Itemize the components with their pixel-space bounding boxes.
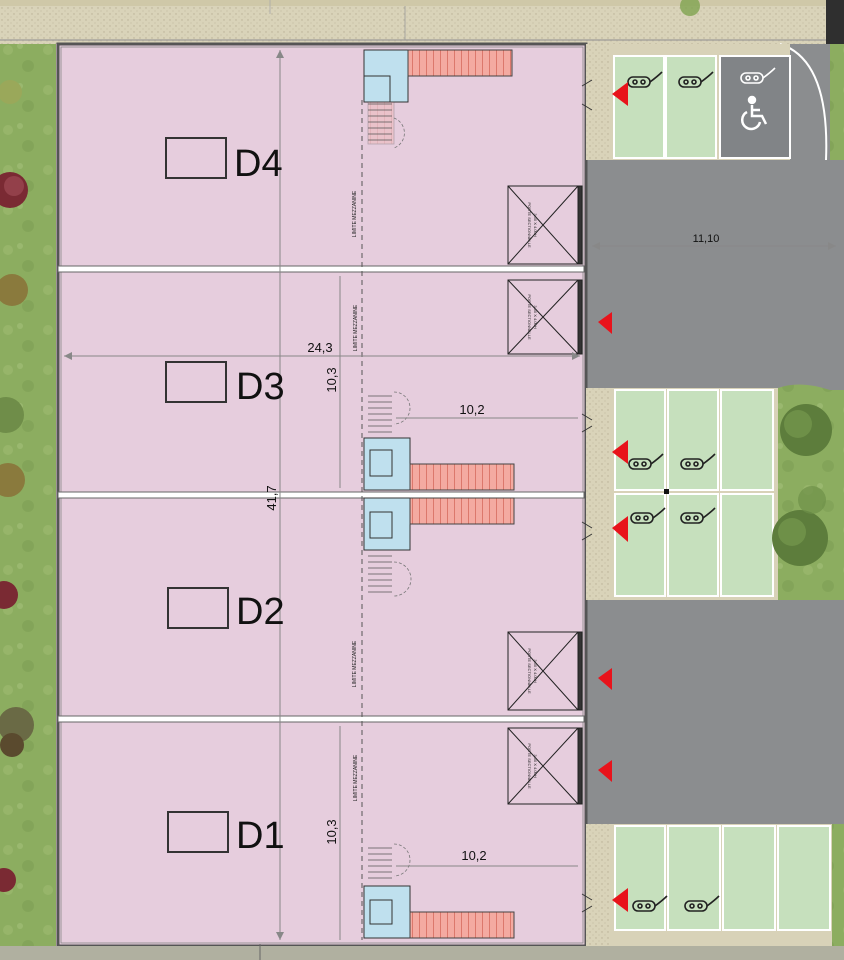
entrance-arrow-icon <box>598 760 612 782</box>
svg-text:3.50 X 4.00H: 3.50 X 4.00H <box>533 305 538 328</box>
entrance-arrow-icon <box>612 888 628 912</box>
entrance-arrows <box>598 82 628 912</box>
sectional-door-icon <box>507 727 583 805</box>
tree-icon <box>680 0 700 16</box>
service-core-d4 <box>363 49 513 149</box>
parking-space <box>722 825 776 931</box>
tree-icon <box>780 404 832 456</box>
svg-text:3.50 X 4.00H: 3.50 X 4.00H <box>533 213 538 236</box>
skylight <box>167 811 229 853</box>
unit-label-d3: D3 <box>236 366 285 408</box>
door-label-d4: PORTE SECTIONNELLE 3.50 X 4.00H <box>527 202 538 248</box>
ev-charger-icon <box>684 895 720 912</box>
mezzanine-label-d2: LIMITE MEZZANINE <box>352 640 358 687</box>
dimension-road-width: 11,10 <box>693 233 720 245</box>
door-label-d3: PORTE SECTIONNELLE 3.50 X 4.00H <box>527 294 538 340</box>
tree-icon <box>0 868 16 892</box>
ev-charger-icon <box>680 507 716 524</box>
tree-icon <box>0 463 25 497</box>
skylight <box>167 587 229 629</box>
dimension-total-height: 41,7 <box>264 485 279 510</box>
service-core-d1 <box>363 843 515 939</box>
parking-space <box>614 493 666 597</box>
sectional-door-icon <box>507 279 583 355</box>
skylight <box>165 137 227 179</box>
door-label-d1: PORTE SECTIONNELLE 3.50 X 4.00H <box>527 743 538 789</box>
svg-text:PORTE SECTIONNELLE: PORTE SECTIONNELLE <box>527 743 532 789</box>
dimension-bay-d3: 10,3 <box>324 367 339 392</box>
sectional-door-icon <box>507 185 583 265</box>
entrance-arrow-icon <box>612 440 628 464</box>
parking-space <box>665 55 717 159</box>
dimension-bay-d1: 10,3 <box>324 819 339 844</box>
tree-icon <box>0 172 28 208</box>
unit-label-d2: D2 <box>236 591 285 633</box>
parking-space <box>777 825 831 931</box>
ev-charger-icons <box>627 67 776 912</box>
stair-icon <box>409 463 515 491</box>
dimension-mezz-d1: 10,2 <box>461 848 486 863</box>
parking-grid-bottom <box>614 825 831 931</box>
dimension-total-width: 24,3 <box>307 340 332 355</box>
entrance-arrow-icon <box>598 668 612 690</box>
parking-space <box>613 55 665 159</box>
svg-text:PORTE SECTIONNELLE: PORTE SECTIONNELLE <box>527 202 532 248</box>
top-pavement <box>0 0 844 44</box>
stair-icon <box>409 911 515 939</box>
parking-space <box>720 389 774 491</box>
mezzanine-label-d1: LIMITE MEZZANINE <box>353 754 359 801</box>
tree-icon <box>772 510 828 566</box>
mezzanine-label-d3: LIMITE MEZZANINE <box>353 304 359 351</box>
sectional-door-icon <box>507 631 583 711</box>
tree-icon <box>0 707 34 757</box>
parking-space <box>720 493 774 597</box>
ev-charger-icon <box>740 67 776 84</box>
tree-icon <box>0 274 28 306</box>
svg-text:PORTE SECTIONNELLE: PORTE SECTIONNELLE <box>527 648 532 694</box>
door-label-d2: PORTE SECTIONNELLE 3.50 X 4.00H <box>527 648 538 694</box>
stair-icon <box>407 49 513 77</box>
svg-text:3.50 X 4.00H: 3.50 X 4.00H <box>533 754 538 777</box>
entrance-arrow-icon <box>612 516 628 542</box>
wheelchair-icon <box>740 95 768 131</box>
ev-charger-icon <box>628 453 664 470</box>
ev-charger-icon <box>630 507 666 524</box>
unit-label-d1: D1 <box>236 815 285 857</box>
skylight <box>165 361 227 403</box>
parking-space <box>667 389 719 491</box>
parking-grid-middle <box>614 389 774 597</box>
ev-charger-icon <box>632 895 668 912</box>
parking-space <box>667 825 721 931</box>
stair-icon <box>409 497 515 525</box>
mezzanine-label-d4: LIMITE MEZZANINE <box>352 190 358 237</box>
svg-text:3.50 X 4.00H: 3.50 X 4.00H <box>533 659 538 682</box>
ev-charger-icon <box>678 71 714 88</box>
dimension-mezz-d3: 10,2 <box>459 402 484 417</box>
dimension-lines <box>64 50 836 940</box>
svg-text:PORTE SECTIONNELLE: PORTE SECTIONNELLE <box>527 294 532 340</box>
tree-icon <box>0 397 24 433</box>
service-core-d3-d2 <box>363 391 515 597</box>
entrance-arrow-icon <box>598 312 612 334</box>
parking-space <box>667 493 719 597</box>
entrance-arrow-icon <box>612 82 628 106</box>
ev-charger-icon <box>680 453 716 470</box>
parking-space <box>614 389 666 491</box>
tree-icon <box>0 581 18 609</box>
unit-label-d4: D4 <box>234 143 283 185</box>
parking-space <box>614 825 666 931</box>
accessible-parking-space <box>719 55 791 159</box>
